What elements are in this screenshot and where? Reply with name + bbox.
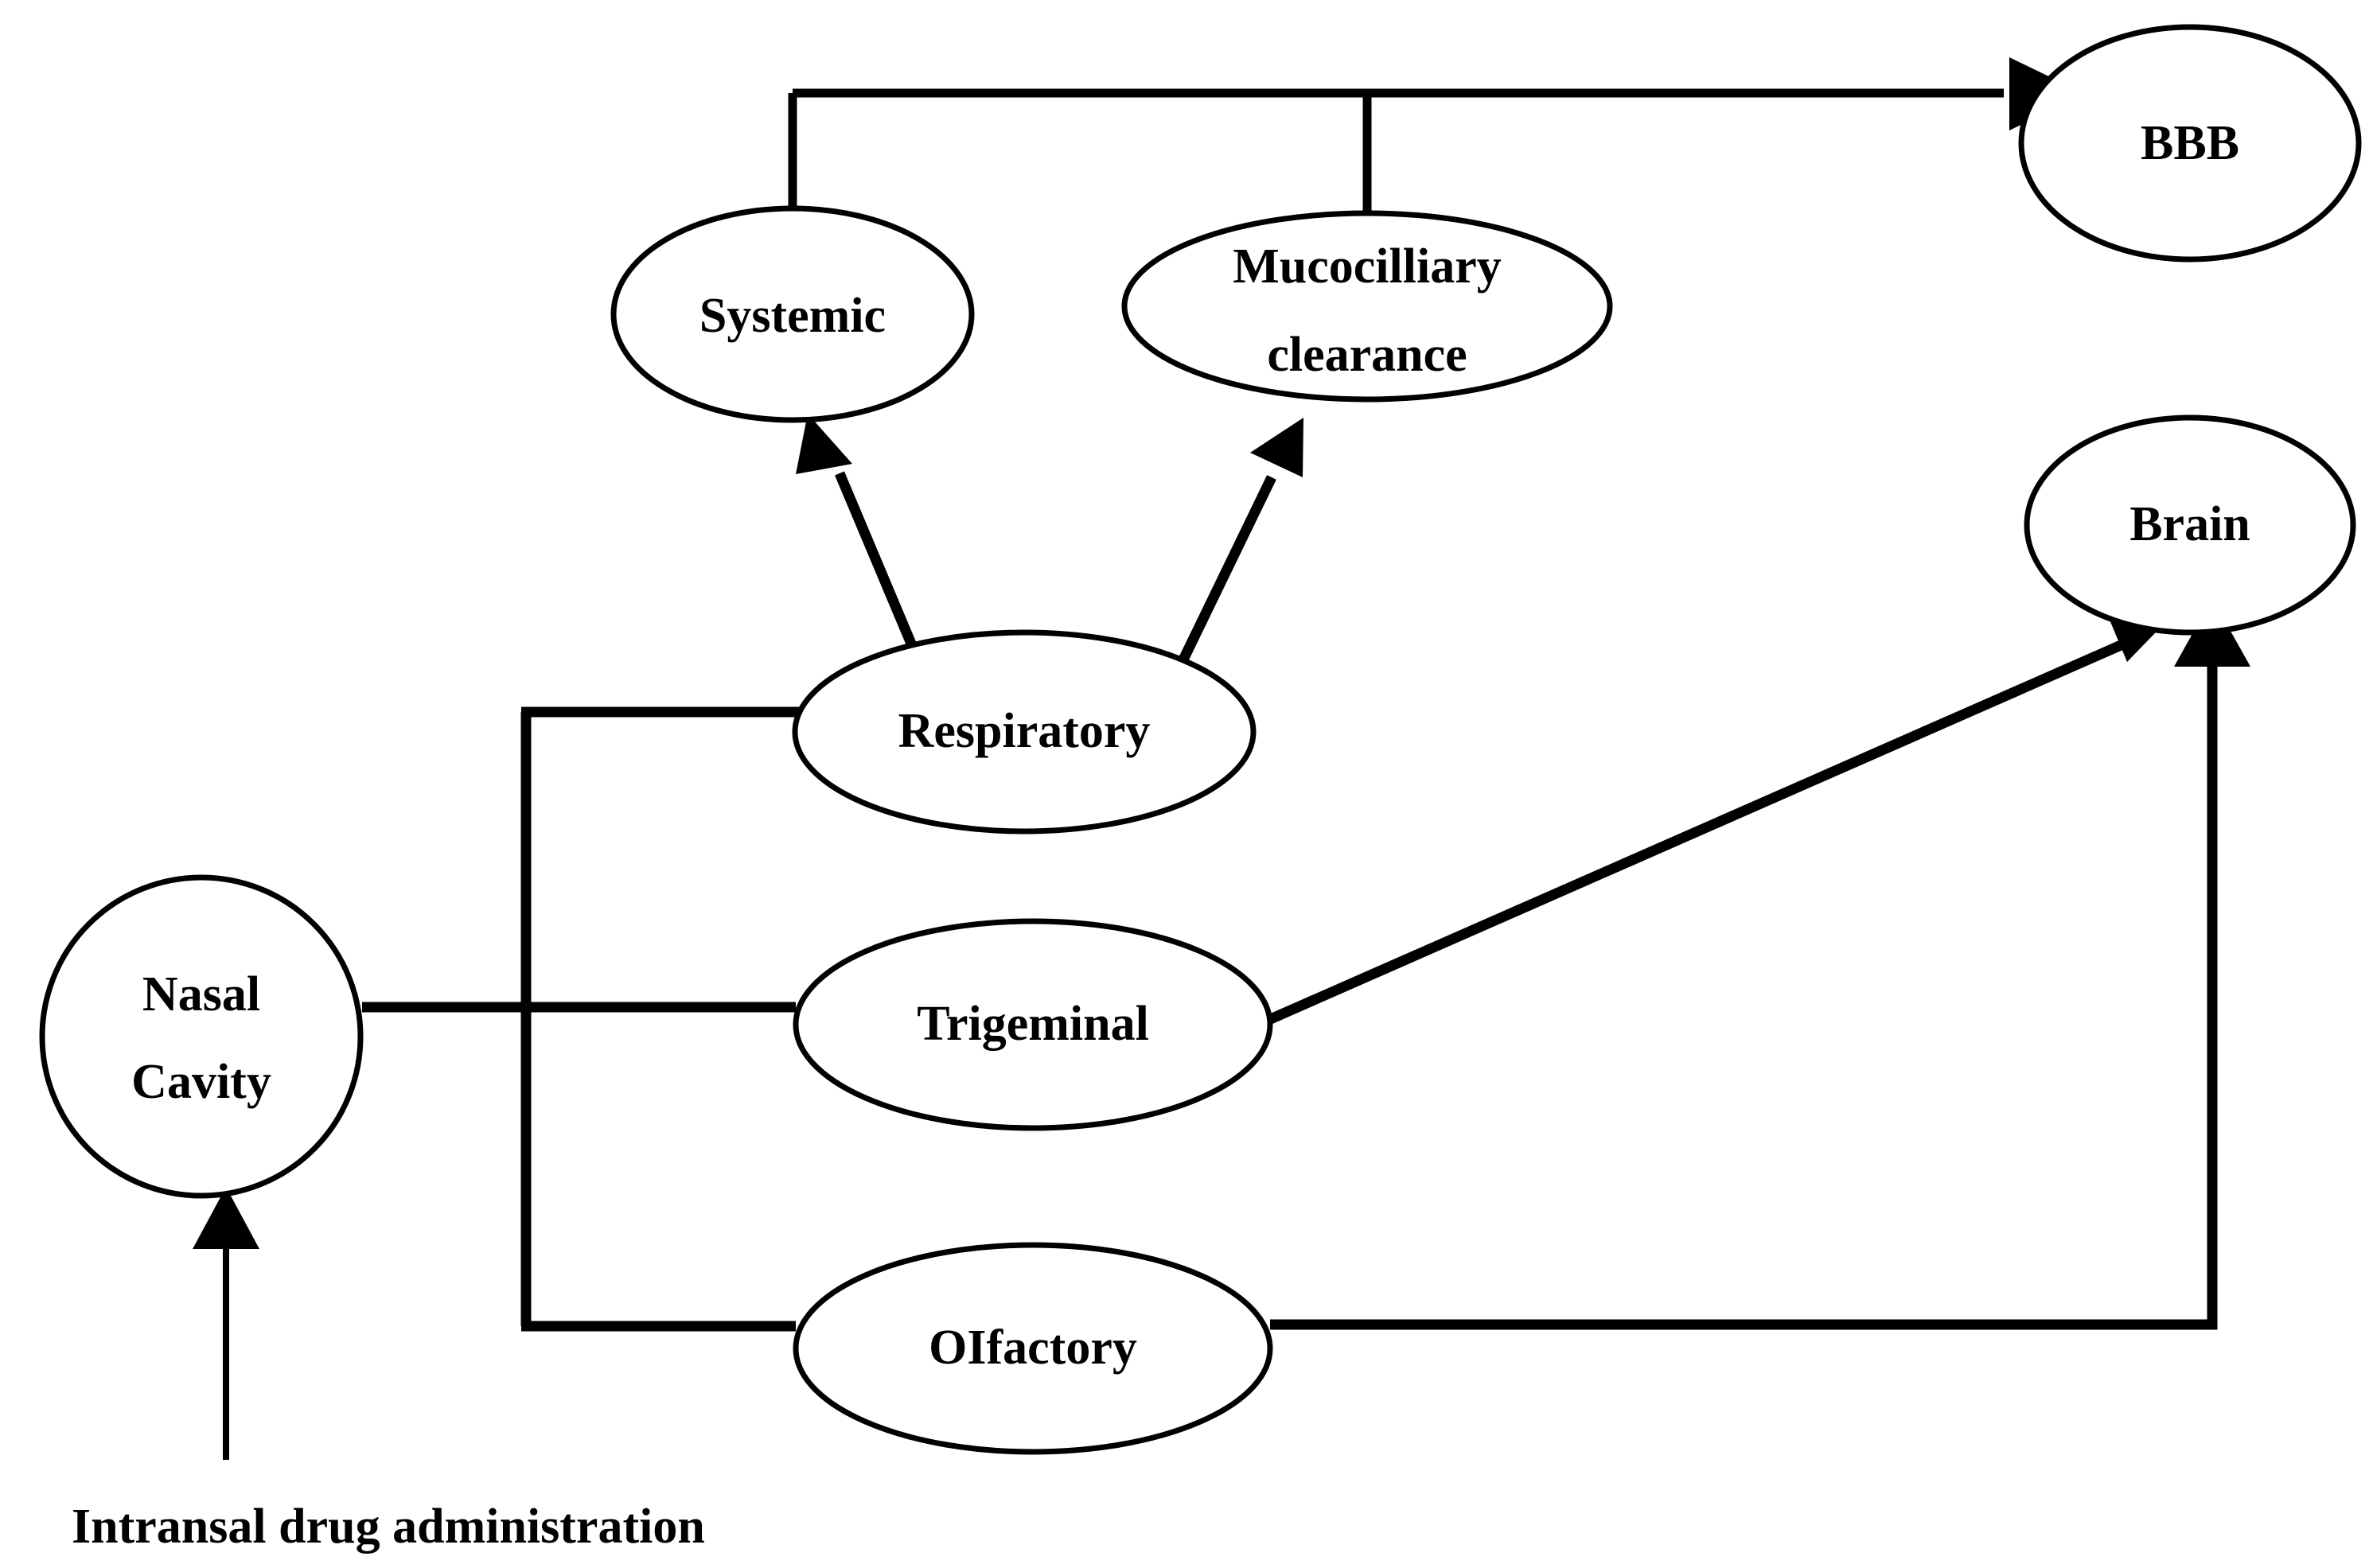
node-trigeminal-label: Trigeminal: [917, 997, 1149, 1051]
node-trigeminal-shape[interactable]: [793, 918, 1273, 1131]
node-respiratory[interactable]: Respiratory: [792, 629, 1257, 835]
edge-olfactory-to-brain: [1270, 636, 2218, 1330]
node-olfactory[interactable]: OIfactory: [793, 1242, 1273, 1455]
arrowhead-administration-to-nasal: [193, 1187, 259, 1249]
node-nasal-cavity[interactable]: Nasal Cavity: [39, 874, 364, 1199]
node-brain-shape[interactable]: [2024, 414, 2356, 636]
edge-trigeminal-to-brain: [1264, 638, 2129, 1025]
node-systemic-label: Systemic: [699, 289, 886, 343]
node-respiratory-label: Respiratory: [898, 704, 1151, 758]
node-mucocilliary-label-line1: Mucocilliary: [1233, 239, 1501, 294]
node-nasal-cavity-label-line2: Cavity: [131, 1055, 271, 1109]
node-brain-label: Brain: [2129, 497, 2250, 551]
edge-respiratory-to-mucocilliary: [1168, 475, 1276, 683]
node-trigeminal[interactable]: Trigeminal: [793, 918, 1273, 1131]
arrowhead-to-mucocilliary: [1250, 418, 1303, 477]
node-bbb-label: BBB: [2141, 116, 2239, 170]
node-group: BBB Systemic Mucocilliary clearance Brai…: [39, 24, 2362, 1455]
edge-respiratory-to-systemic: [835, 471, 922, 661]
node-nasal-cavity-shape[interactable]: [39, 874, 364, 1199]
node-systemic[interactable]: Systemic: [610, 205, 975, 423]
node-bbb[interactable]: BBB: [2018, 24, 2362, 263]
node-systemic-shape[interactable]: [610, 205, 975, 423]
node-mucocilliary-clearance[interactable]: Mucocilliary clearance: [1121, 210, 1613, 403]
arrowhead-to-systemic: [796, 414, 852, 474]
node-mucocilliary-label-line2: clearance: [1267, 328, 1467, 382]
node-bbb-shape[interactable]: [2018, 24, 2362, 263]
node-nasal-cavity-label-line1: Nasal: [142, 967, 260, 1021]
node-olfactory-label: OIfactory: [929, 1321, 1137, 1375]
node-brain[interactable]: Brain: [2024, 414, 2356, 636]
node-mucocilliary-shape[interactable]: [1121, 210, 1613, 403]
caption-intranasal-drug-administration: Intransal drug administration: [72, 1500, 705, 1554]
node-respiratory-shape[interactable]: [792, 629, 1257, 835]
node-olfactory-shape[interactable]: [793, 1242, 1273, 1455]
